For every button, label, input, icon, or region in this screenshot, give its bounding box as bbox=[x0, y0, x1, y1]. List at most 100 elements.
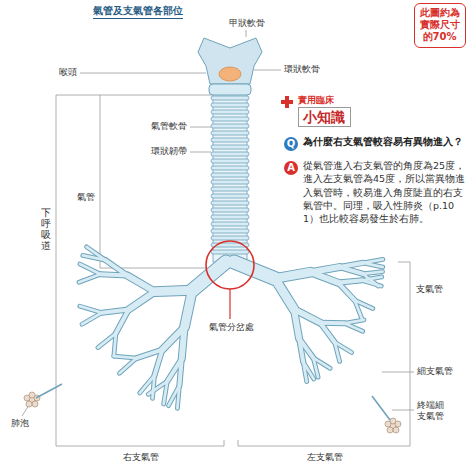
leader-line bbox=[190, 127, 211, 128]
bracket-line bbox=[80, 73, 206, 74]
bronchus bbox=[320, 323, 334, 342]
bronchus-outline bbox=[129, 292, 155, 310]
leader-line bbox=[254, 70, 281, 71]
alveolus bbox=[390, 418, 396, 424]
part-label: 終端細支氣管 bbox=[416, 400, 446, 423]
bronchus-outline bbox=[344, 320, 364, 323]
node-text: 此圖約為實際尺寸的70% bbox=[419, 7, 460, 43]
bronchus bbox=[362, 280, 381, 286]
bronchus-outline bbox=[102, 310, 129, 313]
bronchus bbox=[167, 359, 182, 382]
bifurcation-circle bbox=[206, 241, 254, 289]
bronchus bbox=[275, 272, 311, 278]
tracheal-ring bbox=[211, 103, 249, 107]
bronchus bbox=[129, 292, 155, 310]
bronchus bbox=[148, 381, 167, 394]
bronchus-outline bbox=[275, 272, 311, 278]
alveolus bbox=[29, 392, 35, 398]
bronchus bbox=[310, 272, 338, 282]
node-text: 小知識 bbox=[298, 107, 351, 127]
bronchus bbox=[82, 313, 102, 325]
bronchus bbox=[355, 300, 362, 319]
bronchus bbox=[303, 362, 306, 382]
bronchus bbox=[137, 350, 163, 358]
bracket-line bbox=[56, 95, 100, 446]
bronchus bbox=[102, 310, 129, 313]
alveolus bbox=[393, 427, 399, 433]
tracheal-ring bbox=[211, 194, 249, 198]
bronchus-outline bbox=[275, 278, 294, 309]
bronchus-outline bbox=[344, 323, 362, 331]
bronchus bbox=[119, 358, 136, 373]
part-label: 甲狀軟骨 bbox=[228, 18, 266, 29]
part-label: 環狀韌帶 bbox=[150, 146, 188, 157]
bronchus-outline bbox=[79, 274, 101, 282]
tracheal-ring bbox=[211, 166, 249, 170]
bronchus-outline bbox=[338, 283, 355, 301]
bronchus bbox=[98, 333, 116, 347]
leader-line bbox=[382, 372, 414, 373]
bronchus-outline bbox=[320, 323, 334, 342]
bronchus bbox=[140, 375, 155, 393]
part-label: 肺泡 bbox=[10, 418, 30, 429]
tracheal-ring bbox=[211, 124, 249, 128]
bronchus bbox=[338, 280, 362, 282]
cricothyroid-membrane bbox=[219, 67, 241, 81]
bronchus-outline bbox=[339, 267, 362, 274]
bronchus bbox=[363, 272, 383, 274]
tracheal-ring bbox=[211, 250, 249, 254]
bronchus-outline bbox=[310, 272, 338, 282]
answer-text: 從氣管進入右支氣管的角度為25度，進入左支氣管為45度，所以當異物進入氣管時，較… bbox=[302, 159, 470, 225]
tracheal-ring bbox=[211, 152, 249, 156]
part-label: 細支氣管 bbox=[416, 366, 454, 377]
part-label: 氣管分岔處 bbox=[208, 322, 255, 333]
part-label: 氣管軟骨 bbox=[150, 121, 188, 132]
bronchus bbox=[80, 306, 102, 313]
question-text: 為什麼右支氣管較容易有異物進入？ bbox=[302, 136, 470, 149]
tracheal-ring bbox=[211, 229, 249, 233]
bronchus-outline bbox=[80, 264, 101, 274]
tracheal-ring bbox=[211, 180, 249, 184]
part-label: 喉頭 bbox=[58, 67, 78, 78]
part-label: 左支氣管 bbox=[306, 452, 344, 463]
bronchus bbox=[87, 247, 106, 260]
question-icon: Q bbox=[284, 137, 298, 151]
bronchus bbox=[155, 290, 192, 291]
bronchus-outline bbox=[127, 276, 154, 292]
leader-line bbox=[246, 30, 247, 37]
bronchus-outline bbox=[114, 356, 137, 358]
tracheal-ring bbox=[211, 201, 249, 205]
bronchus bbox=[79, 274, 101, 282]
cross-icon bbox=[285, 96, 289, 108]
bronchus bbox=[185, 290, 193, 327]
bracket-line bbox=[56, 440, 224, 446]
tracheal-ring bbox=[211, 215, 249, 219]
tracheal-ring bbox=[211, 222, 249, 226]
tracheal-ring bbox=[211, 145, 249, 149]
tracheal-ring bbox=[211, 236, 249, 240]
tracheal-ring bbox=[211, 173, 249, 177]
bronchus bbox=[80, 264, 101, 274]
bronchus bbox=[344, 320, 364, 323]
bronchus bbox=[114, 356, 137, 358]
cricoid-cartilage bbox=[209, 84, 251, 95]
bronchus bbox=[294, 309, 299, 338]
tip-badge: 實用臨床小知識 bbox=[296, 94, 353, 129]
bronchus-outline bbox=[338, 280, 362, 282]
alveolus bbox=[26, 401, 32, 407]
bronchus bbox=[335, 342, 340, 361]
leader-line bbox=[190, 152, 211, 153]
bronchus bbox=[338, 283, 355, 301]
alveolus bbox=[387, 427, 393, 433]
bronchus-outline bbox=[119, 358, 136, 373]
bronchus bbox=[105, 260, 127, 275]
bracket-line bbox=[238, 262, 410, 446]
tracheal-ring bbox=[211, 187, 249, 191]
tracheal-ring bbox=[211, 96, 249, 100]
thyroid-cartilage bbox=[198, 38, 262, 84]
tracheal-ring bbox=[211, 138, 249, 142]
part-label: 環狀軟骨 bbox=[283, 64, 321, 75]
diagram-title: 氣管及支氣管各部位 bbox=[93, 4, 183, 19]
bronchus-outline bbox=[80, 306, 102, 313]
node-text: 實用臨床 bbox=[298, 95, 351, 106]
